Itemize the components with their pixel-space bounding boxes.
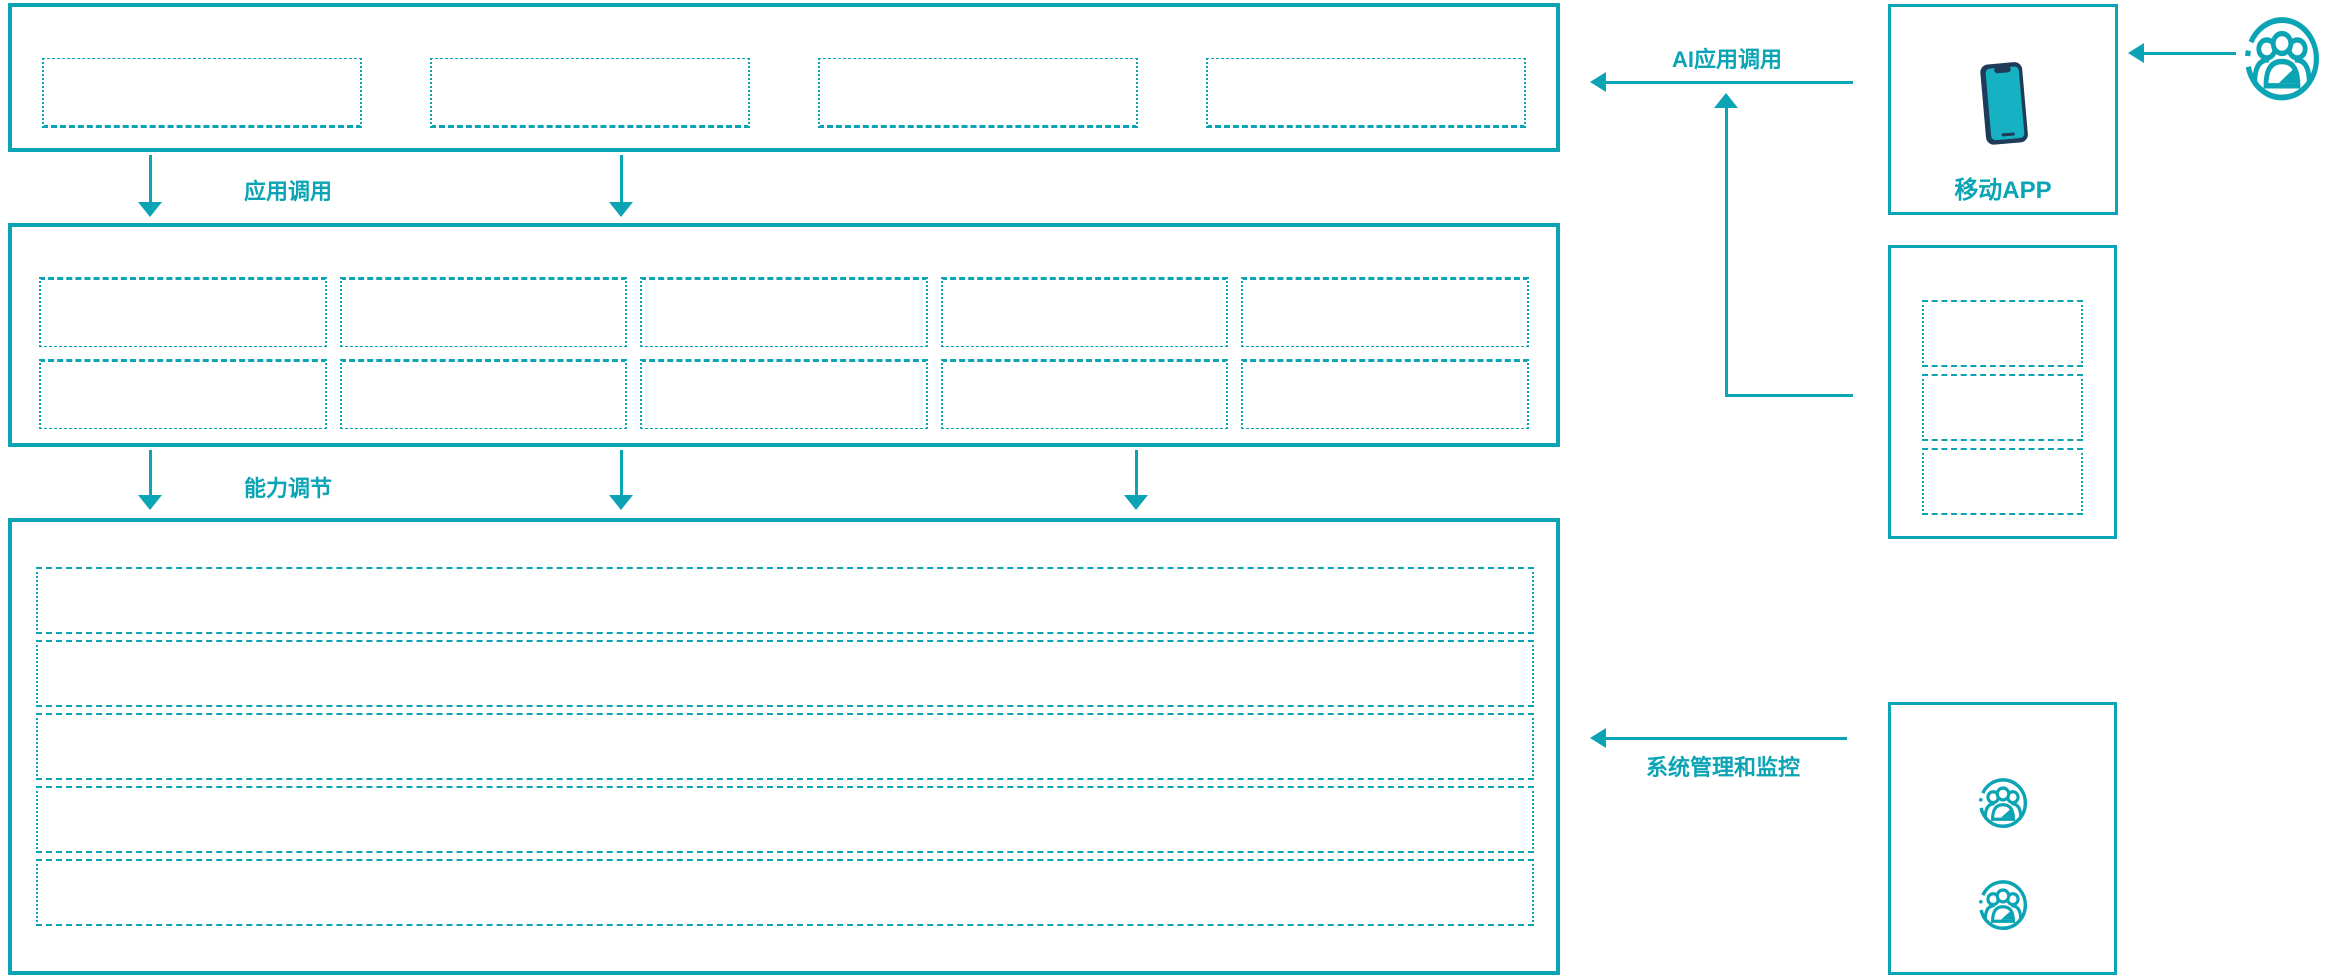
bottom-placeholder-row	[36, 713, 1534, 780]
middle-placeholder	[940, 359, 1229, 429]
middle-box-slots	[39, 277, 1529, 429]
dev-connector-horizontal	[1725, 394, 1853, 397]
middle-placeholder	[339, 277, 628, 347]
arrow-app-call-1-line	[149, 155, 152, 203]
arrow-capability-1-line	[149, 450, 152, 496]
capability-adjust-label: 能力调节	[244, 476, 333, 501]
middle-placeholder	[39, 359, 327, 429]
dev-box	[1888, 245, 2117, 539]
arrow-ai-app-call-head	[1590, 72, 1606, 92]
mobile-box: 移动APP	[1888, 4, 2118, 215]
top-placeholder	[42, 58, 362, 128]
arrow-user-to-app-line	[2144, 52, 2236, 55]
admin-box	[1888, 702, 2117, 975]
middle-placeholder	[339, 359, 628, 429]
app-call-label: 应用调用	[244, 179, 333, 204]
arrow-capability-2-head	[609, 495, 633, 510]
bottom-placeholder-row	[36, 786, 1534, 853]
arrow-system-monitor-head	[1590, 728, 1606, 748]
middle-placeholder	[1241, 277, 1529, 347]
middle-placeholder	[39, 277, 327, 347]
arrow-capability-1-head	[138, 495, 162, 510]
arrow-system-monitor-line	[1606, 737, 1847, 740]
top-placeholder	[1206, 58, 1526, 128]
top-box-slots	[42, 58, 1526, 128]
dev-box-slots	[1891, 300, 2114, 515]
top-placeholder	[430, 58, 750, 128]
bottom-placeholder-row	[36, 859, 1534, 926]
arrow-app-call-2-line	[620, 155, 623, 203]
middle-placeholder	[940, 277, 1229, 347]
system-monitor-label: 系统管理和监控	[1646, 755, 1801, 780]
arrow-capability-2-line	[620, 450, 623, 496]
arrow-capability-3-line	[1135, 450, 1138, 496]
bottom-placeholder-row	[36, 640, 1534, 707]
top-box	[8, 3, 1560, 152]
smartphone-icon	[1978, 60, 2034, 150]
users-icon	[1977, 775, 2029, 829]
arrow-app-call-2-head	[609, 202, 633, 217]
ai-app-call-label: AI应用调用	[1672, 47, 1783, 72]
bottom-box-rows	[36, 567, 1534, 926]
users-icon	[2242, 12, 2322, 102]
middle-placeholder	[640, 359, 928, 429]
dev-placeholder	[1922, 300, 2083, 367]
middle-placeholder	[1241, 359, 1529, 429]
dev-connector-up-head	[1714, 93, 1738, 108]
users-icon	[1977, 877, 2029, 931]
bottom-box	[8, 518, 1560, 975]
bottom-placeholder-row	[36, 567, 1534, 634]
dev-placeholder	[1922, 374, 2083, 441]
middle-placeholder	[640, 277, 928, 347]
middle-box	[8, 223, 1560, 447]
mobile-app-label: 移动APP	[1954, 177, 2052, 204]
top-placeholder	[818, 58, 1138, 128]
dev-placeholder	[1922, 448, 2083, 515]
admin-box-icons	[1891, 775, 2114, 931]
arrow-capability-3-head	[1124, 495, 1148, 510]
arrow-app-call-1-head	[138, 202, 162, 217]
arrow-user-to-app-head	[2128, 43, 2144, 63]
dev-connector-vertical	[1725, 108, 1728, 397]
arrow-ai-app-call-line	[1606, 81, 1853, 84]
